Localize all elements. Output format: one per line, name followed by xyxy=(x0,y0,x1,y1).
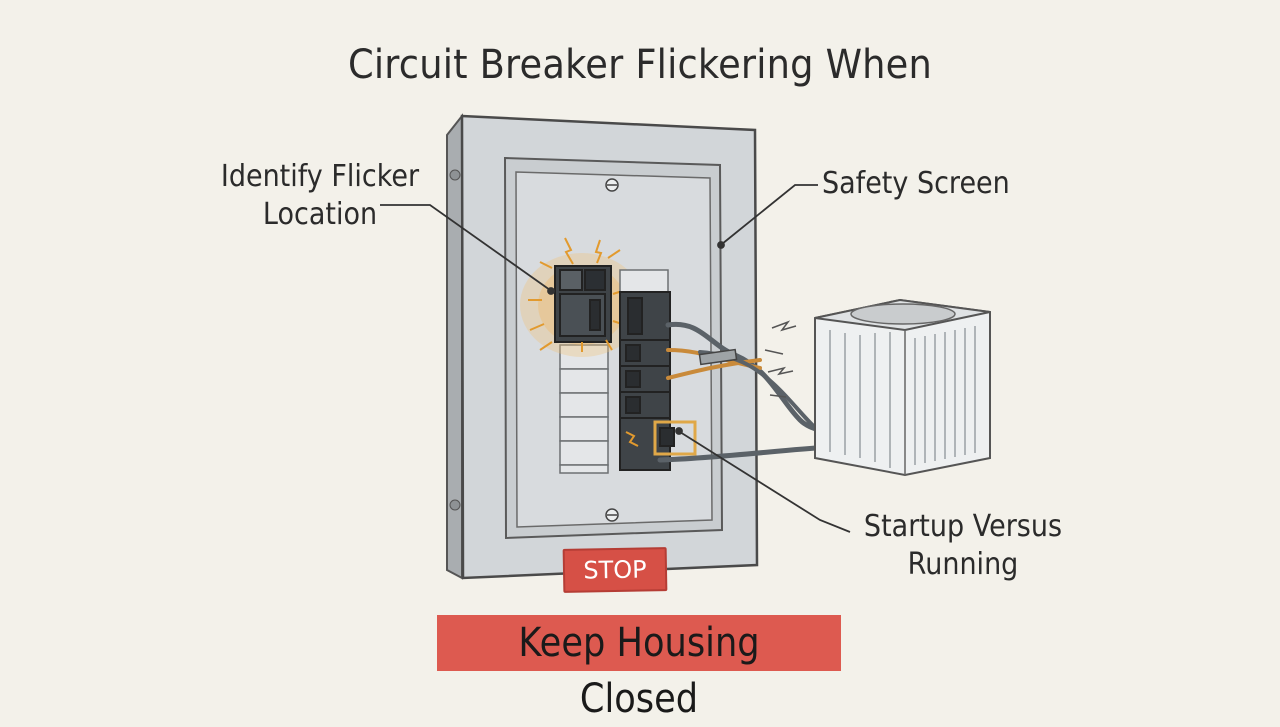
left-breaker-column xyxy=(559,344,609,474)
right-breaker-column xyxy=(619,269,697,471)
leader-startup xyxy=(679,431,851,533)
spark-marks xyxy=(528,237,626,352)
leader-identify xyxy=(380,204,551,291)
stop-badge: STOP xyxy=(562,547,668,593)
callout-identify-flicker: Identify Flicker Location xyxy=(203,158,437,233)
leader-lines xyxy=(380,184,851,533)
callout-identify-line-2: Location xyxy=(262,196,378,232)
vibration-marks xyxy=(764,320,797,398)
callout-identify-line-1: Identify Flicker xyxy=(220,159,420,194)
ac-condenser-unit xyxy=(814,298,991,477)
page-title: Circuit Breaker Flickering When xyxy=(348,42,932,88)
flickering-breaker xyxy=(554,265,612,343)
callout-startup-versus-running: Startup Versus Running xyxy=(851,508,1076,583)
screw-top xyxy=(605,178,619,192)
warning-banner-text: Keep Housing Closed xyxy=(518,620,760,722)
screw-bottom xyxy=(605,508,619,522)
callout-startup-line-1: Startup Versus xyxy=(863,509,1063,544)
leader-safety xyxy=(721,184,818,245)
callout-safety-screen: Safety Screen xyxy=(822,166,1010,201)
warning-banner: Keep Housing Closed xyxy=(437,615,841,722)
callout-startup-line-2: Running xyxy=(907,546,1019,582)
